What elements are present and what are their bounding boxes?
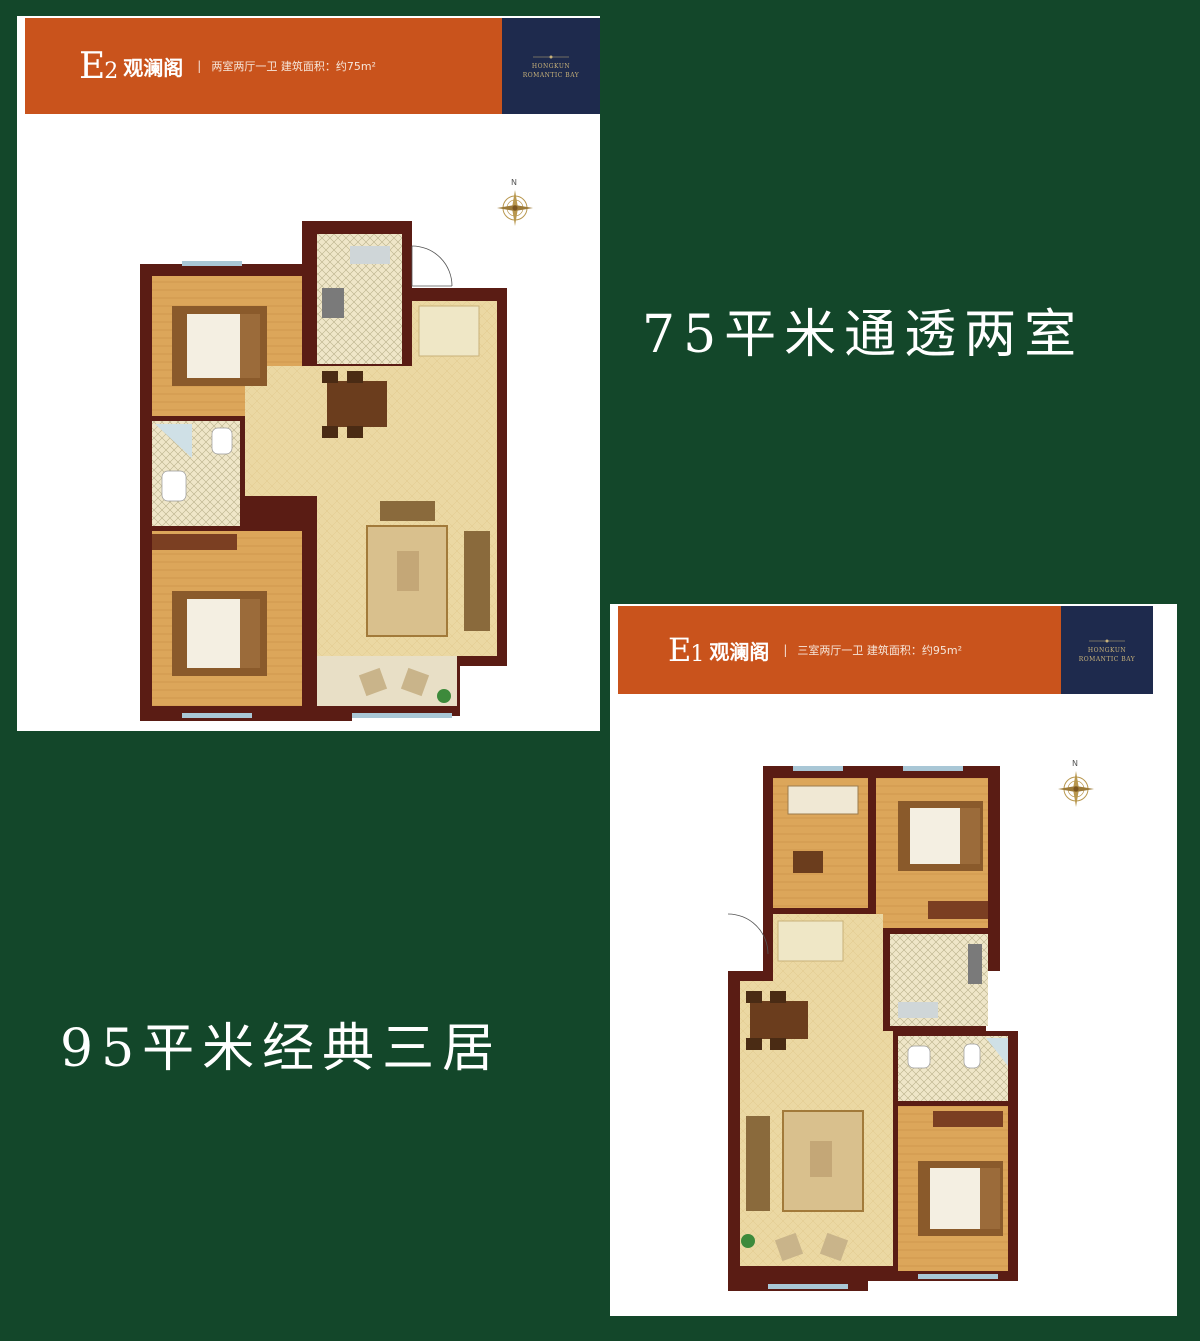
brand-line1: HONGKUN [531,63,571,70]
balcony [317,656,457,706]
dining-table [322,371,387,438]
floorplan-card-e1: E1 观澜阁 | 三室两厅一卫 建筑面积：约95m² HONGKUN ROMAN… [610,604,1177,1316]
compass-icon: N [495,178,535,228]
brand-ornament-icon [1089,639,1125,643]
brand-line1: HONGKUN [1087,647,1127,654]
compass-north-label: N [1072,759,1078,768]
separator: | [783,643,788,657]
caption-three-room: 95平米经典三居 [60,1019,503,1079]
living-room [740,914,893,1266]
brand-logo: HONGKUN ROMANTIC BAY [502,18,600,114]
dining-table [746,991,808,1050]
compass-icon: N [1056,759,1096,809]
unit-code: E2 [79,45,118,87]
floorplan-banner: E1 观澜阁 | 三室两厅一卫 建筑面积：约95m² HONGKUN ROMAN… [618,606,1153,694]
building-name: 观澜阁 [123,55,184,80]
bed-1 [898,801,983,871]
bed-2 [172,591,267,676]
banner-title-area: E2 观澜阁 | 两室两厅一卫 建筑面积：约75m² [25,18,502,114]
banner-title-area: E1 观澜阁 | 三室两厅一卫 建筑面积：约95m² [618,606,1061,694]
brand-logo: HONGKUN ROMANTIC BAY [1061,606,1153,694]
brand-line2: ROMANTIC BAY [1078,656,1136,663]
floorplan-card-e2: E2 观澜阁 | 两室两厅一卫 建筑面积：约75m² HONGKUN ROMAN… [17,16,600,731]
caption-two-room: 75平米通透两室 [642,305,1085,365]
compass-north-label: N [511,178,517,187]
unit-description: 两室两厅一卫 建筑面积：约75m² [211,60,376,73]
floorplan-e2 [140,221,507,721]
floorplan-banner: E2 观澜阁 | 两室两厅一卫 建筑面积：约75m² HONGKUN ROMAN… [25,18,600,114]
unit-code: E1 [668,631,704,669]
bed-1 [172,306,267,386]
unit-description: 三室两厅一卫 建筑面积：约95m² [797,644,963,657]
brand-ornament-icon [533,55,569,59]
floorplan-e1 [728,766,1018,1291]
separator: | [197,59,202,73]
brand-line2: ROMANTIC BAY [522,72,580,79]
building-name: 观澜阁 [709,639,770,664]
bed-2 [918,1161,1003,1236]
